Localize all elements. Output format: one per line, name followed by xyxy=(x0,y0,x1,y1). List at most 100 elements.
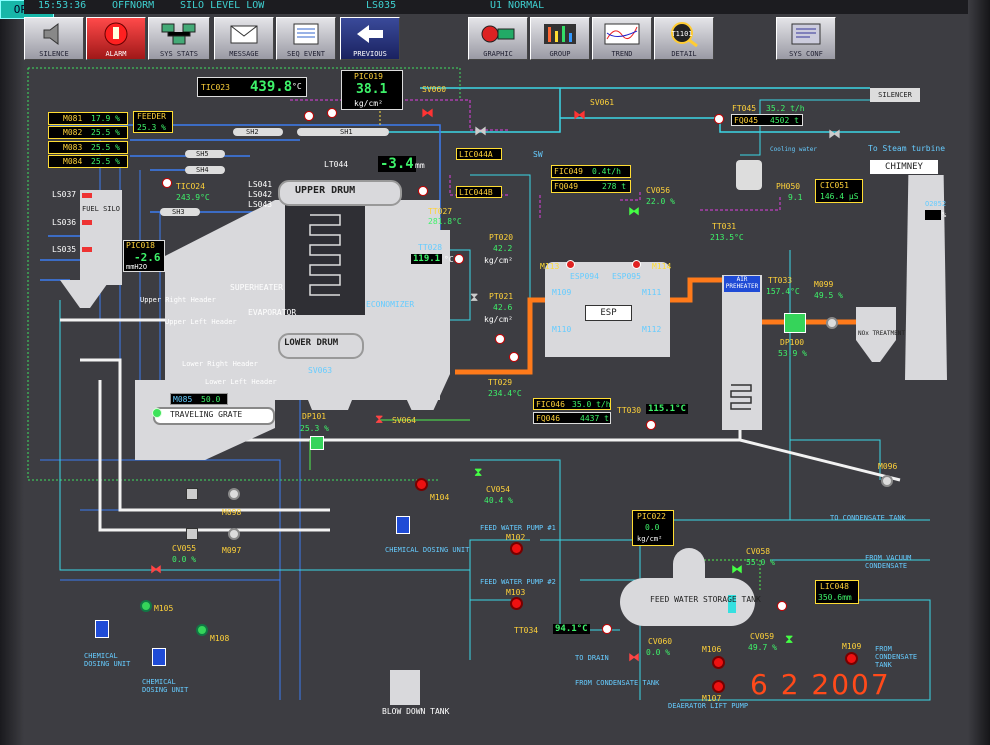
tico24-label: TICO24 xyxy=(176,182,205,191)
message-button[interactable]: MESSAGE xyxy=(214,17,274,60)
pic022-panel[interactable]: PIC022 0.0 kg/cm² xyxy=(632,510,674,546)
alarm-state: OFFNORM xyxy=(112,0,155,11)
previous-button[interactable]: PREVIOUS xyxy=(340,17,400,60)
m108-pump[interactable] xyxy=(196,624,208,636)
tt028-label: TT028 xyxy=(418,243,443,252)
trend-button[interactable]: TREND xyxy=(592,17,652,60)
m106-pump[interactable] xyxy=(712,656,725,669)
fic046-panel[interactable]: FIC046 35.0 t/h xyxy=(533,398,611,410)
lic044a-tag[interactable]: LIC044A xyxy=(456,148,502,160)
m085-label: M085 xyxy=(173,395,193,404)
pic018-unit: mmH2O xyxy=(126,263,148,271)
ph050-label: PH050 xyxy=(776,182,801,191)
tt034-value[interactable]: 94.1°C xyxy=(553,624,590,634)
tt030-value[interactable]: 115.1°C xyxy=(646,404,688,414)
lic048-panel[interactable]: LIC048 350.6mm xyxy=(815,580,859,604)
pic018-panel[interactable]: PIC018 -2.6 mmH2O xyxy=(123,240,165,272)
sv060-valve-icon[interactable]: ⧓ xyxy=(421,106,434,121)
cv055-valve-icon[interactable]: ⧓ xyxy=(150,562,162,576)
lower-left-header-label: Lower Left Header xyxy=(205,378,277,386)
m105-pump[interactable] xyxy=(140,600,152,612)
cooling-line xyxy=(740,99,880,156)
feeder-panel[interactable]: FEEDER 25.3 % xyxy=(133,111,173,133)
lt044-gauge xyxy=(418,186,428,196)
sh5-label: SH5 xyxy=(196,150,209,158)
detail-button[interactable]: T1101 DETAIL xyxy=(654,17,714,60)
lic044b-tag[interactable]: LIC044B xyxy=(456,186,502,198)
silencer-label: SILENCER xyxy=(870,88,920,102)
esp094-label: ESP094 xyxy=(570,272,599,281)
cv059-valve-icon[interactable]: ⧗ xyxy=(785,632,794,646)
turbine-valve-icon[interactable]: ⧓ xyxy=(828,127,841,142)
steam-valve-icon[interactable]: ⧓ xyxy=(474,124,487,139)
sys-stats-label: SYS STATS xyxy=(160,50,198,58)
feed-valve-icon[interactable]: ⧗ xyxy=(470,290,479,304)
tt033-label: TT033 xyxy=(768,276,793,285)
lt044-value[interactable]: -3.4 xyxy=(378,156,416,172)
m107-pump[interactable] xyxy=(712,680,725,693)
sys-conf-button[interactable]: SYS CONF xyxy=(776,17,836,60)
sh4-label: SH4 xyxy=(196,166,209,174)
o2052-display[interactable] xyxy=(925,210,941,220)
m097-label: M097 xyxy=(222,546,242,555)
m103-pump[interactable] xyxy=(510,597,523,610)
m104-pump[interactable] xyxy=(415,478,428,491)
fic049-panel[interactable]: FIC049 0.4t/h xyxy=(551,165,631,178)
fq049-panel[interactable]: FQ049 278 t xyxy=(551,180,631,193)
pressure-gauge-2 xyxy=(327,108,337,118)
m097-pump[interactable] xyxy=(228,528,240,540)
sv061-valve-icon[interactable]: ⧓ xyxy=(573,108,586,123)
pic019-label: PIC019 xyxy=(354,72,383,81)
cv060-valve-icon[interactable]: ⧓ xyxy=(628,650,640,664)
sh4-header xyxy=(185,166,225,174)
fq046-panel[interactable]: FQ046 4437 t xyxy=(533,412,611,424)
sys-stats-button[interactable]: SYS STATS xyxy=(148,17,210,60)
sh2-label: SH2 xyxy=(246,128,259,136)
group-button[interactable]: GROUP xyxy=(530,17,590,60)
m099-fan[interactable] xyxy=(826,317,838,329)
feeder-label: FEEDER xyxy=(137,112,166,121)
pic018-value: -2.6 xyxy=(134,251,161,264)
chemical-dosing-unit-1 xyxy=(396,516,410,534)
tico24-value: 243.9°C xyxy=(176,193,210,202)
tank-level-gauge-2 xyxy=(777,601,787,611)
from-condensate-right-label: FROM CONDENSATE TANK xyxy=(875,645,918,669)
seq-event-button[interactable]: SEQ EVENT xyxy=(276,17,336,60)
sv064-valve-icon[interactable]: ⧗ xyxy=(375,412,384,426)
dp100-damper[interactable] xyxy=(784,313,806,333)
tt028-value[interactable]: 119.1 xyxy=(411,254,443,264)
cic051-panel[interactable]: CIC051 146.4 μS xyxy=(815,179,863,203)
damper-1-icon[interactable] xyxy=(186,488,198,500)
dp101-damper[interactable] xyxy=(310,436,324,450)
blow-down-tank xyxy=(390,670,420,705)
m096-fan[interactable] xyxy=(881,475,893,487)
m098-pump[interactable] xyxy=(228,488,240,500)
cv054-valve-icon[interactable]: ⧗ xyxy=(474,465,483,479)
lic044b-label: LIC044B xyxy=(459,188,493,197)
tic023-panel[interactable]: TIC023 439.8 °C xyxy=(197,77,307,97)
cv056-valve-icon[interactable]: ⧓ xyxy=(628,204,640,218)
silence-label: SILENCE xyxy=(39,50,69,58)
silence-button[interactable]: SILENCE xyxy=(24,17,84,60)
to-condensate-tank-label: TO CONDENSATE TANK xyxy=(830,514,906,522)
cv059-label: CV059 xyxy=(750,632,775,641)
grate-motor-indicator[interactable] xyxy=(152,408,162,418)
tank-level-gauge xyxy=(728,595,736,613)
graphic-button[interactable]: GRAPHIC xyxy=(468,17,528,60)
cv058-valve-icon[interactable]: ⧓ xyxy=(731,562,743,576)
cv060-value: 0.0 % xyxy=(646,648,671,657)
m085-panel[interactable]: M085 50.0 xyxy=(170,393,228,405)
pic022-value: 0.0 xyxy=(645,523,660,532)
alarm-button[interactable]: ALARM xyxy=(86,17,146,60)
esp-label: ESP xyxy=(585,305,632,321)
damper-2-icon[interactable] xyxy=(186,528,198,540)
pic019-panel[interactable]: PIC019 38.1 kg/cm² xyxy=(341,70,403,110)
pic022-unit: kg/cm² xyxy=(637,535,663,543)
fq045-panel[interactable]: FQ045 4502 t xyxy=(731,114,803,126)
m102-pump[interactable] xyxy=(510,542,523,555)
m109-pump[interactable] xyxy=(845,652,858,665)
